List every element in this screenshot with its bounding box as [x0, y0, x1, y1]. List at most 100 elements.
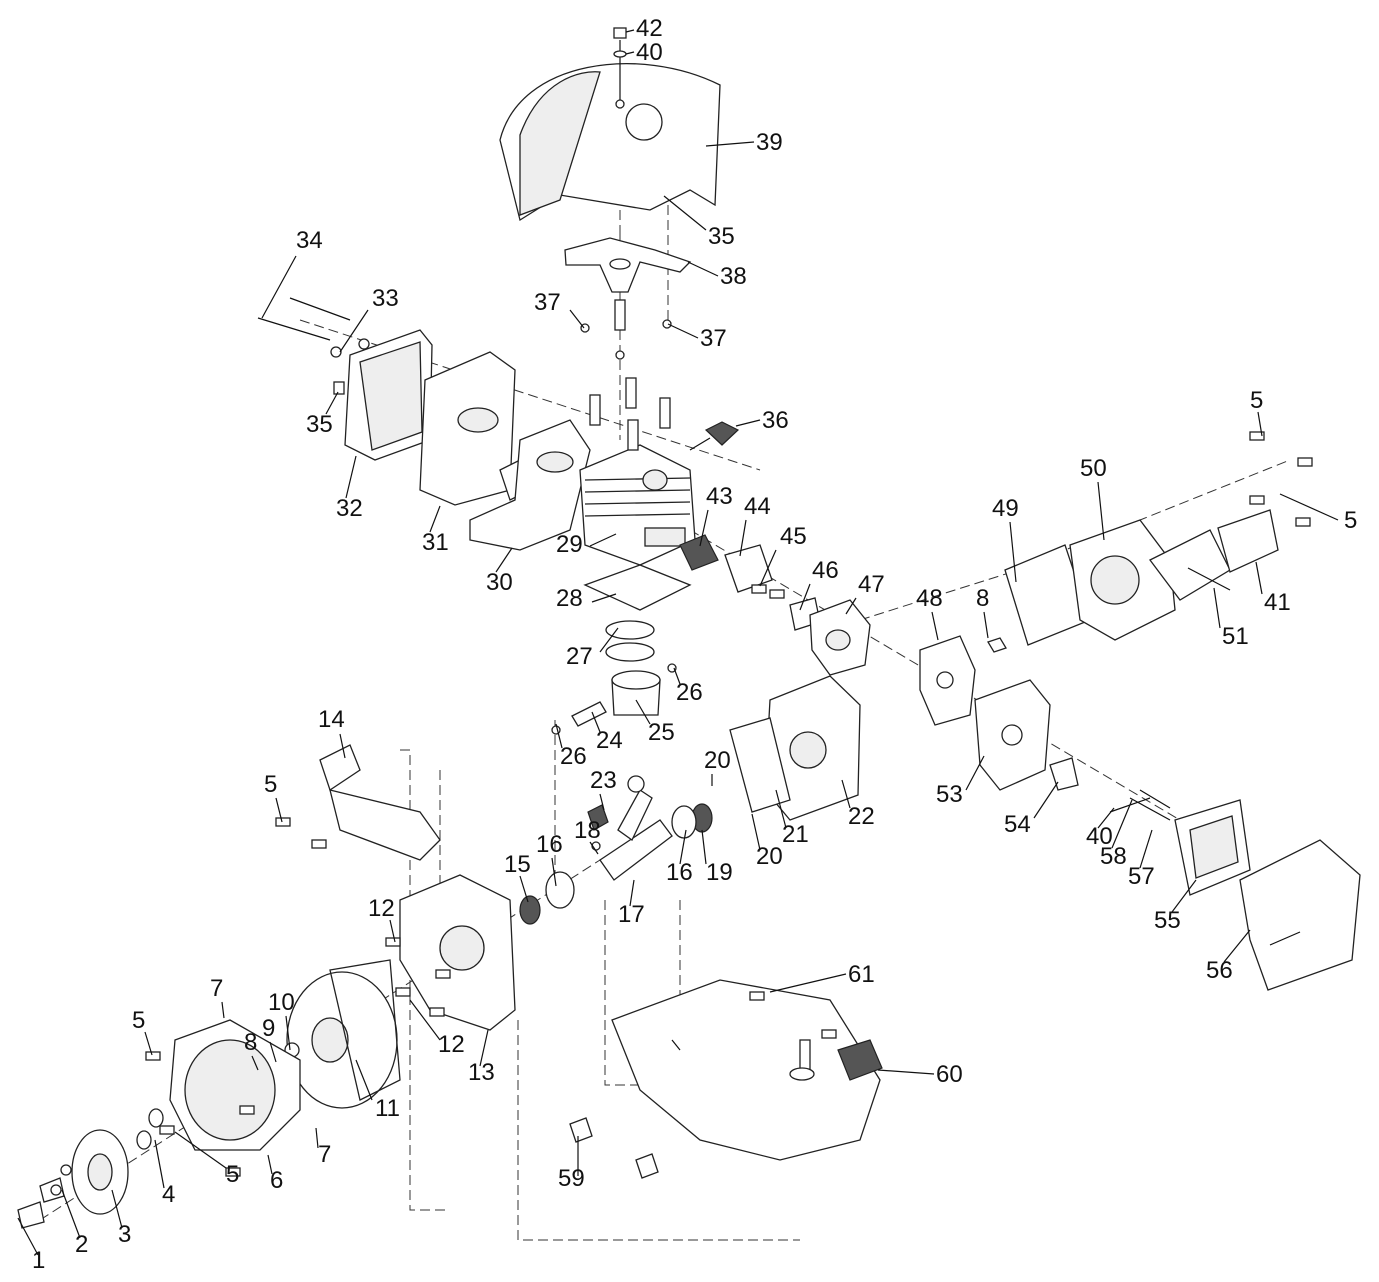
leader-line-c5e [1279, 493, 1339, 521]
callout-c53: 53 [936, 781, 963, 808]
callout-c34: 34 [296, 227, 323, 254]
callout-c45: 45 [780, 523, 807, 550]
callout-c25: 25 [648, 719, 675, 746]
cylinder [579, 377, 696, 566]
leader-line-c51 [1213, 587, 1221, 629]
callout-c37b: 37 [700, 325, 727, 352]
callout-c9: 9 [262, 1015, 275, 1042]
top-cover [499, 27, 721, 222]
callout-c12b: 12 [438, 1031, 465, 1058]
leader-line-c10 [285, 1015, 291, 1051]
leader-line-c54 [1033, 781, 1059, 819]
leader-line-c40a [625, 51, 635, 55]
callout-c5a: 5 [226, 1161, 239, 1188]
leader-line-c1 [17, 1217, 39, 1256]
leader-line-c50 [1097, 481, 1105, 541]
leader-line-c16b [679, 829, 687, 865]
screws-40-58-57 [1109, 789, 1171, 821]
callout-c7b: 7 [210, 975, 223, 1002]
leader-line-c8a [251, 1055, 259, 1071]
callout-c5d: 5 [1250, 387, 1263, 414]
callout-c28: 28 [556, 585, 583, 612]
leader-line-c57 [1139, 829, 1153, 869]
leader-line-c17 [629, 879, 635, 907]
callout-c57: 57 [1128, 863, 1155, 890]
piston-rings [605, 620, 655, 662]
callout-c38: 38 [720, 263, 747, 290]
crankshaft [587, 775, 673, 881]
leader-line-c23 [599, 793, 605, 811]
filter-base [919, 635, 976, 726]
callout-c5e: 5 [1344, 507, 1357, 534]
callout-c1: 1 [32, 1247, 45, 1274]
leader-line-c48 [931, 611, 939, 641]
clutch [17, 1108, 175, 1229]
leader-line-c41 [1255, 561, 1263, 595]
callout-c11: 11 [375, 1095, 400, 1122]
leader-line-c56 [1223, 929, 1251, 963]
callout-c36: 36 [762, 407, 789, 434]
callout-c49: 49 [992, 495, 1019, 522]
callout-c21: 21 [782, 821, 809, 848]
leader-line-c26b [555, 723, 563, 749]
callout-c18: 18 [574, 817, 601, 844]
leader-line-c33 [339, 309, 369, 353]
leader-line-c2 [61, 1189, 81, 1239]
fan-cover [145, 1019, 301, 1177]
leader-line-c27 [599, 627, 619, 653]
leader-line-c37a [569, 309, 585, 329]
leader-line-c44 [739, 519, 747, 557]
callout-c30: 30 [486, 569, 513, 596]
callout-c24: 24 [596, 727, 623, 754]
callout-c51: 51 [1222, 623, 1249, 650]
recoil-starter [1069, 509, 1279, 641]
callout-c20b: 20 [756, 843, 783, 870]
leader-line-c5b [144, 1031, 153, 1056]
callout-c47: 47 [858, 571, 885, 598]
callout-c50: 50 [1080, 455, 1107, 482]
callout-c17: 17 [618, 901, 645, 928]
callout-c61: 61 [848, 961, 875, 988]
callout-c44: 44 [744, 493, 771, 520]
leader-line-c7a [315, 1127, 319, 1149]
callout-c55: 55 [1154, 907, 1181, 934]
callout-c41: 41 [1264, 589, 1291, 616]
leader-line-c32 [345, 455, 357, 499]
crankcase-left [385, 874, 516, 1031]
leader-line-c20b [751, 813, 761, 851]
leader-line-c7b [221, 1001, 225, 1019]
callout-c19: 19 [706, 859, 733, 886]
air-filter [1174, 799, 1251, 896]
piston [611, 663, 677, 716]
leader-line-c11 [355, 1059, 373, 1101]
callout-c26a: 26 [676, 679, 703, 706]
leader-line-c12a [389, 919, 396, 943]
callout-c35a: 35 [306, 411, 333, 438]
leader-line-c61 [769, 973, 847, 993]
leader-line-c6 [267, 1154, 273, 1175]
flywheel [286, 959, 401, 1109]
leader-line-c5a [174, 1131, 227, 1169]
callout-c40b: 40 [1086, 823, 1113, 850]
leader-line-c49 [1009, 521, 1017, 583]
leader-line-c37b [667, 323, 699, 339]
callout-c22: 22 [848, 803, 875, 830]
callout-c23: 23 [590, 767, 617, 794]
leader-line-c24 [591, 711, 601, 733]
callout-c54: 54 [1004, 811, 1031, 838]
leader-line-c35b [663, 195, 707, 231]
callout-c37a: 37 [534, 289, 561, 316]
callout-c14: 14 [318, 706, 345, 733]
leader-line-c28 [591, 593, 617, 603]
callout-c48: 48 [916, 585, 943, 612]
bracket-54 [1049, 757, 1079, 791]
bearing-left [519, 871, 575, 925]
leader-line-c26a [673, 667, 681, 685]
callout-c40a: 40 [636, 39, 663, 66]
callout-c3: 3 [118, 1221, 131, 1248]
leader-line-c4 [154, 1139, 165, 1189]
leader-line-c47 [845, 597, 857, 615]
